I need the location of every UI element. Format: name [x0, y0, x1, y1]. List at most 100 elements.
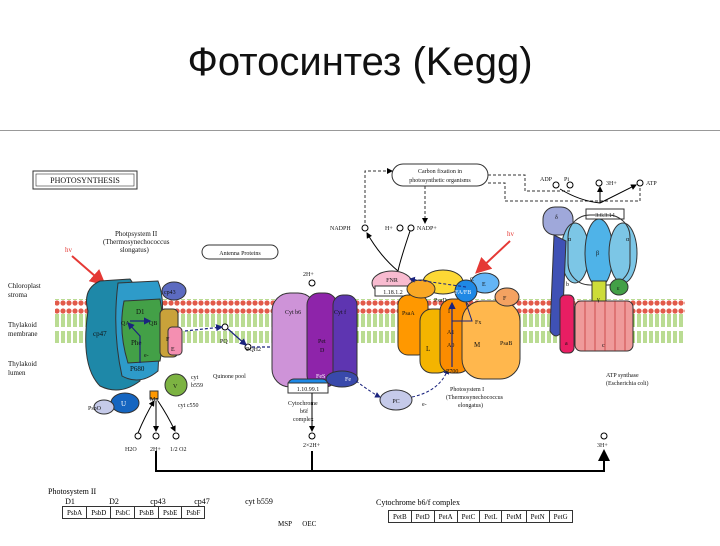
quinone-pool: PQ PQH2 Quinone pool — [184, 323, 284, 380]
atp-synthase: ADP Pi 3H+ ATP 3.6.3.14 δ α β α γ ε b — [540, 177, 657, 449]
ps1-ao: A0 — [447, 343, 454, 349]
b6f-ec: 1.10.99.1 — [297, 387, 320, 393]
photosynthesis-pathway-map: PHOTOSYNTHESIS Chloroplast stroma Thylak… — [8, 163, 685, 472]
ps2-u: U — [121, 400, 126, 408]
gene-petb[interactable]: PetB — [388, 510, 412, 523]
ps1-label-3: elongatus) — [458, 402, 483, 409]
ps2-cp43: cp43 — [164, 290, 176, 296]
psaa-label: PsaA — [402, 311, 415, 317]
lumen-2h-label: 2H+ — [150, 447, 161, 453]
ps2-qb: QB — [149, 321, 157, 327]
group-cp43: cp43 — [150, 497, 166, 506]
gene-psbf[interactable]: PsbF — [181, 506, 206, 519]
atp-delta: δ — [555, 215, 558, 221]
ps1-e: E — [482, 282, 486, 288]
carbon-fixation-link[interactable]: Carbon fixation in photosynthetic organi… — [364, 163, 641, 224]
hv-right-label: hv — [507, 230, 515, 238]
group-d1: D1 — [65, 497, 75, 506]
b6f-stroma-h: 2H+ — [303, 272, 314, 278]
ps2-table-title: Photosystem II — [48, 487, 97, 496]
cyt-b559-2: b559 — [191, 383, 203, 389]
ps2-psbo: PsbO — [88, 406, 102, 412]
gene-petg[interactable]: PetG — [548, 510, 573, 523]
atp-h-label: 3H+ — [606, 181, 617, 187]
carbon-fixation-label-1: Carbon fixation in — [418, 168, 462, 175]
atp-ec: 3.6.3.14 — [595, 213, 615, 219]
ps1-a1: A1 — [447, 330, 454, 336]
atp-alpha-left: α — [568, 237, 572, 243]
ps2-label-2: (Thermosynechococcus — [103, 238, 170, 246]
b6f-label-2: b6f — [300, 408, 308, 415]
ps2-gene-table: Photosystem II D1 D2 cp43 cp47 cyt b559 … — [48, 487, 316, 528]
gene-petc[interactable]: PetC — [456, 510, 481, 523]
b6f-label-3: complex — [293, 417, 314, 423]
atp-label: ATP — [646, 181, 657, 187]
ps2-e-subunit: E — [171, 347, 175, 353]
ps1-label-1: Photosystem I — [450, 387, 484, 393]
ps2-d1: D1 — [136, 308, 145, 316]
ps2-f: F — [166, 337, 170, 343]
gene-psbd[interactable]: PsbD — [86, 506, 112, 519]
atp-c: c — [602, 343, 605, 349]
ps2-gene-grid: PsbA PsbD PsbC PsbB PsbE PsbF — [61, 506, 206, 519]
quinone-pool-label: Quinone pool — [213, 374, 246, 380]
ps2-qa: QA — [121, 321, 130, 327]
stroma-label-2: stroma — [8, 291, 28, 299]
fnr-ec: 1.18.1.2 — [383, 290, 403, 296]
gene-petm[interactable]: PetM — [501, 510, 527, 523]
lumen-label-2: lumen — [8, 369, 26, 377]
pqh2-label: PQH2 — [246, 347, 261, 353]
gene-psba[interactable]: PsbA — [61, 506, 88, 519]
membrane-label-1: Thylakoid — [8, 321, 37, 329]
cytb6f-gene-table: Cytochrome b6/f complex PetB PetD PetA P… — [376, 498, 573, 523]
atp-gamma: γ — [596, 297, 600, 303]
pc-e-label: e- — [422, 402, 427, 408]
ps2-phe: Phe — [131, 339, 142, 347]
ps2-mn: Mn — [150, 397, 158, 403]
atp-synthase-label-1: ATP synthase — [606, 373, 639, 379]
ps1-l: L — [426, 345, 430, 353]
nadph-reaction: NADPH H+ NADP+ — [330, 224, 437, 272]
gene-peta[interactable]: PetA — [433, 510, 458, 523]
atp-beta: β — [596, 251, 599, 257]
fes-label: FeS — [316, 374, 325, 380]
cytb6-label: Cyt b6 — [285, 310, 301, 316]
b6f-label-1: Cytochrome — [288, 401, 318, 407]
ps2-group-row: D1 D2 cp43 cp47 cyt b559 — [48, 497, 316, 506]
ps1-m: M — [474, 341, 481, 349]
cytf-label: Cyt f — [334, 309, 346, 316]
atp-synthase-label-2: (Escherichia coli) — [606, 380, 648, 387]
group-cp47: cp47 — [194, 497, 210, 506]
compartment-labels: Chloroplast stroma Thylakoid membrane Th… — [8, 282, 41, 377]
carbon-fixation-label-2: photosynthetic organisms — [409, 178, 471, 184]
antenna-label: Antenna Proteins — [219, 251, 261, 257]
membrane-label-2: membrane — [8, 330, 38, 338]
gene-psbb[interactable]: PsbB — [134, 506, 159, 519]
fnr-name: FNR — [386, 278, 398, 284]
cytb6f-table-title: Cytochrome b6/f complex — [376, 498, 460, 507]
plastocyanin: PC e- — [355, 368, 450, 411]
cyt-c550: cyt c550 — [178, 403, 199, 409]
group-cytb559: cyt b559 — [245, 497, 273, 506]
hv-left-arrow — [71, 255, 107, 286]
ps2-p680: P680 — [130, 365, 145, 373]
ps1-f: F — [503, 296, 507, 302]
map-title-box: PHOTOSYNTHESIS — [32, 170, 138, 190]
atp-alpha-right: α — [626, 237, 630, 243]
stroma-label-1: Chloroplast — [8, 282, 41, 290]
p700-label: P700 — [446, 369, 458, 375]
hv-right-arrow — [475, 240, 511, 274]
slide-title: Фотосинтез (Kegg) — [187, 40, 533, 84]
gene-psbc[interactable]: PsbC — [110, 506, 136, 519]
fe-label: Fe — [345, 377, 351, 383]
psad-label: PsaD — [434, 298, 447, 304]
atp-epsilon: ε — [617, 286, 620, 292]
photosystem-ii: Photpsystem II (Thermosynechococcus slon… — [85, 230, 203, 415]
gene-petd[interactable]: PetD — [410, 510, 435, 523]
kegg-diagram: PHOTOSYNTHESIS Chloroplast stroma Thylak… — [0, 130, 720, 541]
cyt-b559-1: cyt — [191, 375, 199, 381]
gene-psbe[interactable]: PsbE — [157, 506, 183, 519]
gene-petl[interactable]: PetL — [479, 510, 503, 523]
gene-petn[interactable]: PetN — [525, 510, 550, 523]
ps2-v: V — [173, 384, 178, 390]
